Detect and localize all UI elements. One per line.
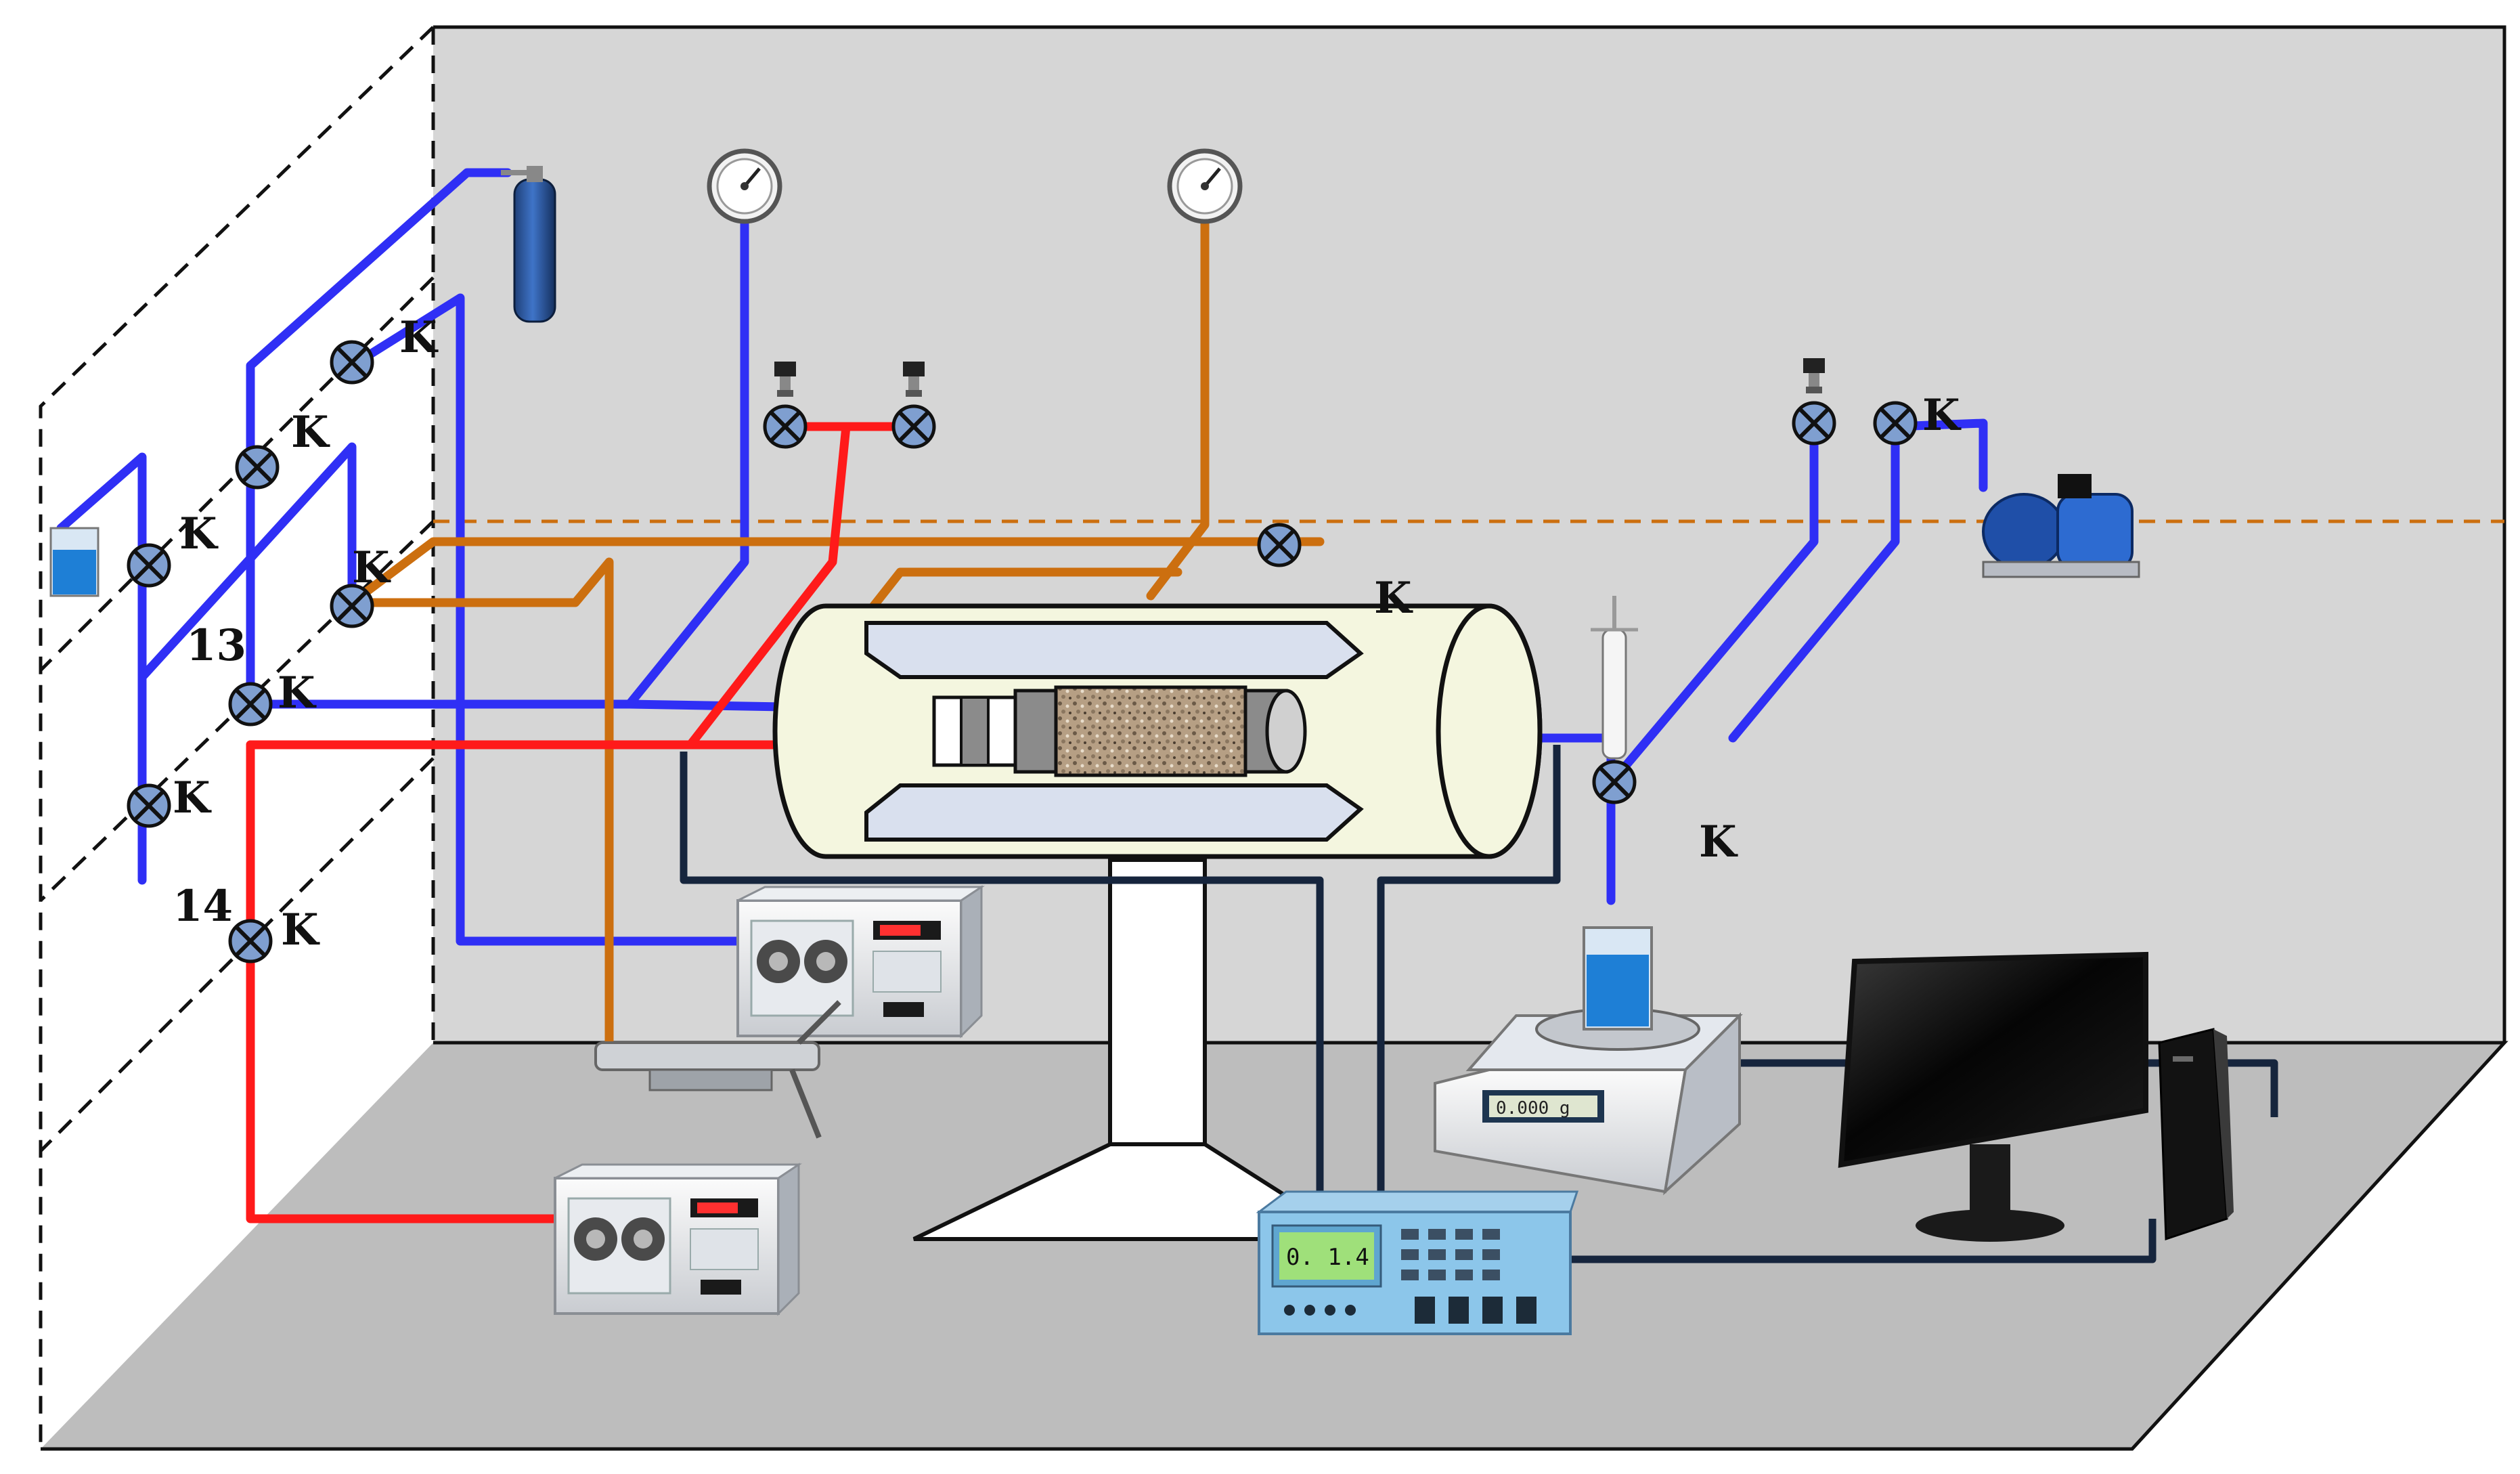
valve-icon	[332, 342, 372, 383]
left-wall-shelf-lower	[39, 757, 435, 1152]
rock-core	[1054, 685, 1247, 777]
pressure-gauge-icon	[1170, 151, 1240, 221]
lower-piston	[864, 783, 1364, 842]
labels: K K K K K K K K K K 13 14	[173, 312, 1962, 955]
valve-icon	[1794, 403, 1834, 443]
valve-label: K	[1699, 817, 1738, 867]
number-label-14: 14	[173, 881, 233, 932]
valve-icon	[129, 545, 169, 586]
valve-icon	[1594, 762, 1635, 802]
valve-icon	[237, 447, 278, 487]
vacuum-pump-icon	[1982, 474, 2140, 578]
pressure-gauge-icon	[709, 151, 780, 221]
oil-line-top	[347, 537, 1325, 607]
core-holder	[772, 603, 1543, 859]
hand-pump-icon	[594, 1000, 841, 1139]
valve-icon	[1875, 403, 1916, 443]
balance-display: 0.000 g	[1496, 1098, 1570, 1119]
constant-flux-pump-upper	[736, 886, 983, 1037]
number-label-13: 13	[186, 620, 246, 671]
electronic-balance-icon: 0.000 g	[1434, 926, 1743, 1196]
computer-tower-icon	[2158, 1028, 2234, 1241]
valve-label: K	[1922, 390, 1962, 441]
valve-label: K	[281, 905, 320, 955]
beaker-icon	[49, 527, 100, 597]
gas-line-sensor3	[1613, 422, 1819, 780]
thermometer-icon	[1591, 596, 1638, 760]
gas-line-diagonal	[137, 442, 357, 682]
valve-icon	[230, 921, 271, 961]
room-edges	[41, 25, 2508, 1451]
meter-display: 0. 1.4	[1286, 1244, 1369, 1271]
upper-piston	[864, 621, 1364, 679]
valve-label: K	[399, 312, 439, 363]
gas-line-to-gauge1	[625, 185, 749, 709]
valve-icon	[129, 785, 169, 826]
valve-label: K	[291, 407, 330, 458]
gas-line-cylinder-top	[246, 168, 512, 709]
oil-line-to-handpump	[347, 557, 614, 1047]
valve-label: K	[352, 542, 391, 593]
water-line-to-pump	[246, 740, 573, 1223]
valve-icon	[1259, 525, 1300, 565]
left-wall-outline	[39, 26, 435, 1449]
gas-line-left-vertical	[56, 452, 147, 885]
lcr-meter-icon: 0. 1.4	[1256, 1190, 1579, 1335]
valve-icon	[765, 406, 805, 447]
wire-holder-left	[680, 752, 1324, 1205]
valve-label: K	[278, 668, 317, 718]
valve-icon	[893, 406, 934, 447]
constant-flux-pump-lower	[554, 1163, 800, 1315]
valve-icon	[230, 684, 271, 724]
monitor-icon	[1838, 951, 2148, 1242]
left-wall-shelf-top	[39, 276, 435, 672]
valve-label: K	[1374, 573, 1413, 624]
wire-meter-computer	[1570, 1219, 2157, 1263]
wire-holder-right	[1377, 745, 1561, 1205]
gas-cylinder-icon	[501, 166, 556, 323]
valve-label: K	[179, 508, 219, 559]
valve-label: K	[173, 773, 212, 823]
